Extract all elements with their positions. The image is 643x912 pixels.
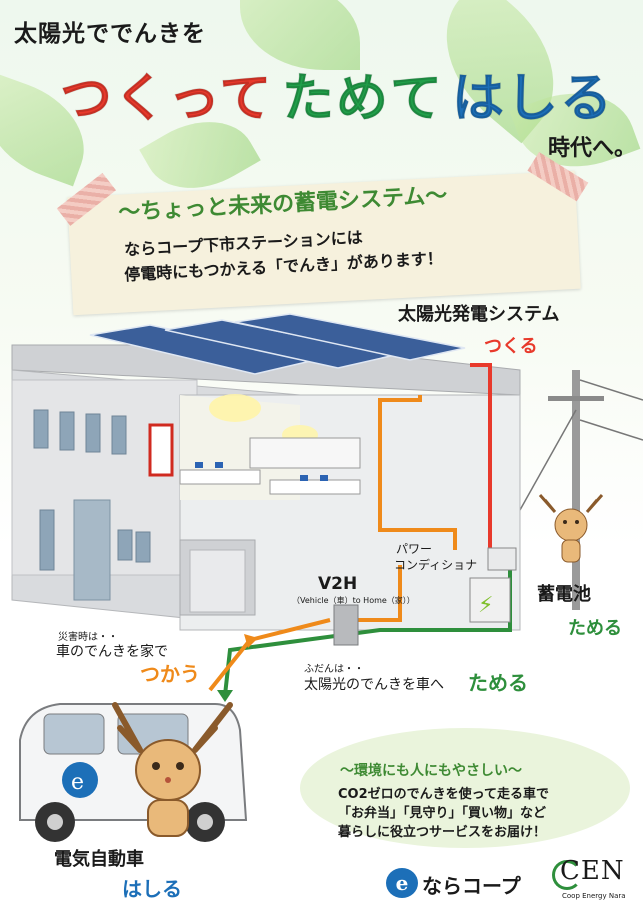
disaster-line: 車のでんきを家で [56, 644, 168, 660]
ev-action: はしる [122, 877, 182, 901]
station-illustration: ⚡ e [11, 313, 643, 842]
eco-line-2: 「お弁当」「見守り」「買い物」など [338, 806, 547, 821]
svg-text:e: e [71, 770, 84, 795]
normal-line: 太陽光のでんきを車へ [304, 677, 444, 693]
cen-logo: CEN Coop Energy Nara [552, 856, 638, 906]
naracoop-mark-icon: e [386, 868, 418, 898]
naracoop-name: ならコープ [422, 874, 521, 898]
ev-label: 電気自動車 [54, 849, 144, 870]
eco-bubble [300, 728, 630, 848]
solar-system-label: 太陽光発電システム [398, 304, 560, 325]
solar-flow-arrow [470, 363, 492, 565]
cen-swoosh-icon [552, 860, 582, 890]
entrance-door [73, 499, 111, 601]
headline-make: つくって [59, 69, 274, 130]
power-conditioner-label-1: パワー [396, 542, 433, 556]
storage-battery [469, 577, 511, 623]
solar-action: つくる [484, 336, 538, 357]
v2h-charger [333, 604, 359, 646]
normal-action: ためる [468, 671, 528, 695]
utility-pole [572, 370, 580, 610]
solar-panels [89, 313, 466, 375]
v2h-title: V2H [318, 574, 358, 594]
v2h-subtitle: （Vehicle（車）to Home（家）） [292, 596, 415, 605]
battery-action: ためる [568, 618, 622, 639]
deer-mascot-large [112, 702, 233, 837]
power-conditioner-label-2: コンディショナ [394, 558, 478, 572]
cen-wordmark: CEN [560, 856, 625, 886]
battery-label: 蓄電池 [537, 584, 591, 605]
disaster-note: 災害時は・・ [58, 632, 118, 643]
headline-drive: はしる [451, 69, 615, 130]
eco-line-1: CO2ゼロのでんきを使って走る車で [338, 787, 549, 802]
normal-note: ふだんは・・ [304, 664, 364, 675]
headline-store: ためて [281, 69, 445, 130]
disaster-action: つかう [140, 662, 200, 686]
eco-title: 〜環境にも人にもやさしい〜 [340, 763, 522, 779]
coop-sign [148, 423, 174, 477]
naracoop-logo: e ならコープ [386, 866, 536, 900]
svg-text:⚡: ⚡ [478, 593, 493, 618]
headline-era: 時代へ。 [548, 136, 637, 161]
power-conditioner [487, 547, 517, 571]
headline-intro: 太陽光ででんきを [14, 21, 206, 47]
cen-subtitle: Coop Energy Nara [562, 892, 626, 900]
deer-mascot-small [538, 494, 604, 563]
eco-line-3: 暮らしに役立つサービスをお届け！ [338, 825, 547, 840]
